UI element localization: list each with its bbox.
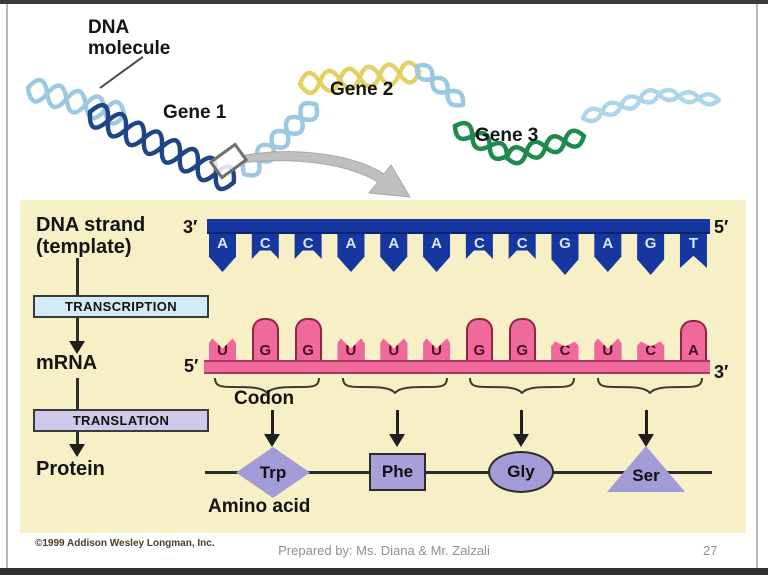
mrna-base: C (637, 341, 665, 360)
slide-right-border (756, 4, 758, 568)
codon-label: Codon (234, 388, 295, 409)
codon-arrow-line (271, 410, 274, 434)
codon-arrowhead-icon (264, 434, 280, 447)
slide-left-border (6, 4, 8, 568)
strand-segment-gene3-b (504, 128, 587, 166)
mrna-base: G (465, 318, 493, 360)
codon-arrow-line (645, 410, 648, 434)
dna-base: A (337, 234, 365, 272)
translation-box: TRANSLATION (33, 409, 209, 432)
codon-arrowhead-icon (638, 434, 654, 447)
copyright-text: ©1999 Addison Wesley Longman, Inc. (35, 538, 215, 549)
dna-base: C (251, 234, 279, 259)
dna-base: A (594, 234, 622, 272)
slide-bottom-bar (0, 568, 768, 575)
mrna-base: G (294, 318, 322, 360)
strand-segment-gene2 (297, 60, 422, 96)
dna-base: G (637, 234, 665, 275)
codon-brace (214, 377, 320, 394)
dna-base: C (294, 234, 322, 259)
gene3-label: Gene 3 (475, 125, 539, 146)
mrna-base: A (679, 320, 707, 360)
dna-base: G (551, 234, 579, 275)
amino-acid-gly: Gly (488, 451, 554, 493)
codon-brace (597, 377, 703, 394)
codon-arrow-line (396, 410, 399, 434)
translation-arrowhead-icon (69, 444, 85, 457)
strand-segment-gene3-a (452, 121, 510, 161)
mrna-base: C (551, 341, 579, 360)
mrna-bases-row: U G G U U U G G C U C A (209, 318, 707, 360)
mrna-bar (204, 360, 710, 374)
dna-base: C (508, 234, 536, 259)
strand-segment-tail-a (580, 88, 662, 124)
transcription-arrowhead-icon (69, 341, 85, 354)
zoom-arrow-icon (239, 151, 411, 198)
amino-acid-label: Amino acid (208, 496, 311, 517)
strand-segment-tail-b (656, 87, 721, 107)
gene2-label: Gene 2 (330, 79, 394, 100)
protein-chain-line (205, 471, 712, 474)
codon-arrow-line (520, 410, 523, 434)
dna-molecule-label: DNA molecule (88, 17, 171, 59)
dna-strand-label: DNA strand (template) (36, 214, 146, 258)
dna-5prime-label: 5′ (714, 217, 729, 237)
transcription-box: TRANSCRIPTION (33, 295, 209, 318)
dna-3prime-label: 3′ (183, 217, 198, 237)
gene1-label: Gene 1 (163, 102, 227, 123)
dna-base: A (423, 234, 451, 272)
mrna-base: U (337, 338, 365, 360)
codon-brace (469, 377, 575, 394)
mrna-5prime-label: 5′ (184, 356, 199, 376)
amino-acid-phe: Phe (369, 453, 426, 491)
codon-arrowhead-icon (389, 434, 405, 447)
dna-base: C (465, 234, 493, 259)
mrna-3prime-label: 3′ (714, 362, 729, 382)
dna-bases-row: A C C A A A C C G A G T (209, 234, 707, 275)
mrna-base: G (508, 318, 536, 360)
mrna-base: U (209, 338, 236, 360)
mrna-base: U (380, 338, 408, 360)
mrna-label: mRNA (36, 352, 98, 374)
footer-prepared-by: Prepared by: Ms. Diana & Mr. Zalzali (278, 543, 490, 558)
strand-segment-lightblue-3 (414, 62, 466, 108)
dna-strand-bar (207, 219, 710, 234)
mrna-base: U (594, 338, 622, 360)
codon-arrowhead-icon (513, 434, 529, 447)
protein-label: Protein (36, 458, 105, 480)
codon-brace (342, 377, 448, 394)
mrna-base: G (251, 318, 279, 360)
dna-base: A (380, 234, 408, 272)
mrna-base: U (423, 338, 451, 360)
slide-top-bar (0, 0, 768, 4)
dna-base: T (679, 234, 707, 268)
page-number: 27 (703, 543, 718, 558)
dna-base: A (209, 234, 236, 272)
